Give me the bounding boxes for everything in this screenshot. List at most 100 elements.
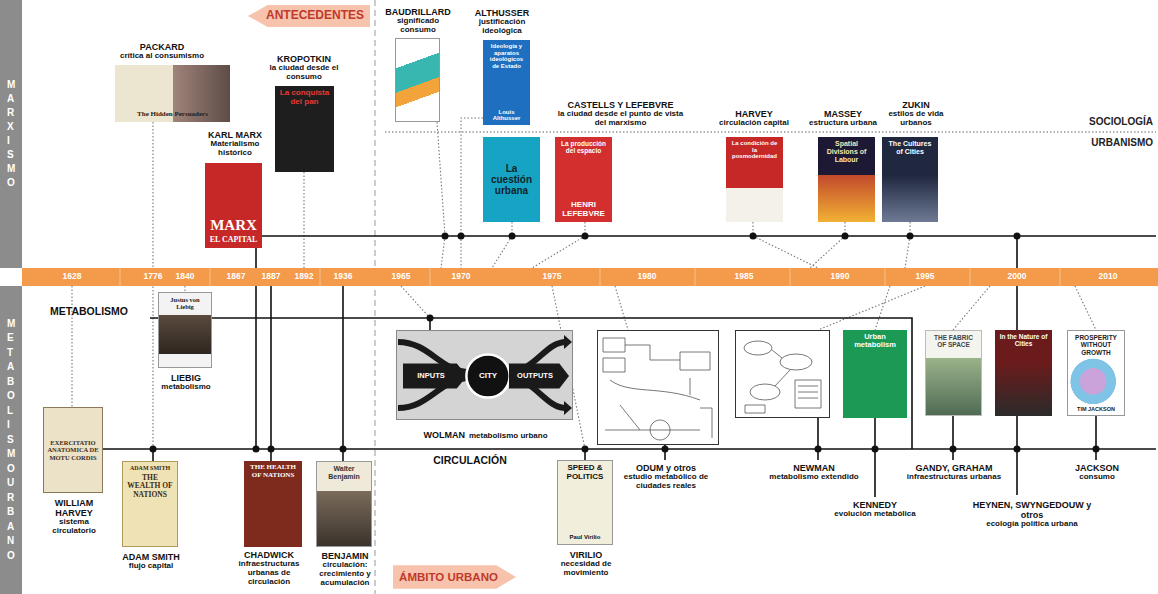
cover-title: THE WEALTH OF NATIONS	[126, 474, 174, 499]
book-cover: ADAM SMITHflujo capitalADAM SMITHTHE WEA…	[122, 461, 178, 547]
cover-title: La conquista del pan	[278, 89, 331, 107]
author-name: BAUDRILLARD	[380, 7, 456, 17]
newman-ground	[735, 330, 830, 418]
year-label: 1965	[392, 272, 411, 281]
diagram-figure: NEWMANmetabolismo extendido	[735, 330, 830, 418]
author-name: KARL MARX	[195, 130, 275, 140]
caption-text: metabolismo extendido	[759, 473, 869, 482]
year-label: 2010	[1099, 272, 1118, 281]
cover-title: THE HEALTH OF NATIONS	[247, 464, 299, 480]
caption-text: infraestructuras urbanas	[906, 473, 1002, 482]
cover-title: Urban metabolism	[846, 333, 904, 350]
shape-label: ANTECEDENTES	[266, 9, 364, 22]
caption: BAUDRILLARDsignificado consumo	[380, 7, 456, 35]
caption: KROPOTKINla ciudad desde el consumo	[252, 54, 356, 82]
author-name: JACKSON	[1057, 463, 1137, 473]
year-label: 1975	[543, 272, 562, 281]
shape-text: PROSPERITY WITHOUT GROWTHTIM JACKSON	[1068, 331, 1124, 415]
shape-text: La condición de la posmodernidad	[726, 137, 783, 222]
year-label: 1990	[831, 272, 850, 281]
odum-sketch	[603, 338, 712, 440]
arrow-fill	[403, 363, 467, 388]
book-cover: ALTHUSSERjustificación ideológicaIdeolog…	[483, 40, 530, 125]
caption: BENJAMINcirculación: crecimiento y acumu…	[313, 551, 377, 588]
event-dot	[750, 233, 757, 240]
cover-title: La condición de la posmodernidad	[729, 140, 780, 160]
cover-title: PROSPERITY WITHOUT GROWTH	[1071, 334, 1121, 356]
year-bar-dividers	[120, 268, 1060, 286]
event-dot	[340, 446, 347, 453]
shape-text: ÁMBITO URBANO	[393, 563, 516, 591]
cover-title: La producción del espacio	[558, 140, 609, 155]
book-cover: MASSEYestructura urbanaSpatial Divisions…	[818, 137, 875, 222]
caption: WOLMANmetabolismo urbano	[377, 424, 594, 442]
band-label: METABOLISMO URBANO	[7, 317, 8, 564]
caption-text: Materialismo histórico	[195, 140, 275, 158]
event-dot	[815, 446, 822, 453]
author-name: WOLMAN	[423, 430, 465, 440]
book-cover: CHADWICKinfraestructuras urbanas de circ…	[244, 461, 302, 547]
book-cover: JACKSONconsumoPROSPERITY WITHOUT GROWTHT…	[1067, 330, 1125, 416]
section-band: METABOLISMO URBANO	[0, 286, 22, 594]
year-label: 1970	[452, 272, 471, 281]
event-dot	[427, 315, 434, 322]
shape-text: La conquista del pan	[275, 86, 334, 172]
caption: PACKARDcrítica al consumismo	[102, 42, 222, 61]
book-cover: LIEBIGmetabolismoJustus von Liebig	[158, 292, 212, 368]
cover-title: ADAM SMITH	[130, 465, 170, 472]
author-name: NEWMAN	[759, 463, 869, 473]
caption: NEWMANmetabolismo extendido	[759, 463, 869, 482]
flow-arrow: OUTPUTS	[509, 361, 569, 391]
caption: GANDY, GRAHAMinfraestructuras urbanas	[906, 463, 1002, 482]
author-name: BENJAMIN	[313, 551, 377, 561]
diagram-figure: WOLMANmetabolismo urbanoINPUTSCITYOUTPUT…	[396, 330, 573, 420]
year-label: 2000	[1008, 272, 1027, 281]
period-separator	[374, 0, 375, 594]
caption-text: circulación capital	[714, 119, 794, 128]
cover-title: Walter Benjamin	[320, 465, 368, 481]
caption-text: la ciudad desde el punto de vista del ma…	[553, 110, 688, 128]
caption: MASSEYestructura urbana	[806, 109, 880, 128]
cover-title: Spatial Divisions of Labour	[821, 140, 872, 163]
shape-text: Walter Benjamin	[317, 462, 371, 546]
shape-text: La producción del espacioHENRI LEFEBVRE	[555, 137, 612, 222]
caption: KARL MARXMaterialismo histórico	[195, 130, 275, 158]
caption: KENNEDYevolución metabólica	[832, 500, 918, 519]
arrow-fill	[393, 565, 516, 589]
author-name: LIEBIG	[146, 373, 226, 383]
book-cover: KARL MARXMaterialismo históricoMARXEL CA…	[205, 163, 262, 248]
author-name: HEYNEN, SWYNGEDOUW y otros	[972, 500, 1092, 520]
cover-title: The Hidden Persuaders	[137, 111, 208, 119]
author-name: VIRILIO	[546, 550, 626, 560]
newman-sketch	[744, 341, 821, 413]
event-dot	[442, 233, 449, 240]
caption: ODUM y otrosestudio metabólico de ciudad…	[616, 463, 716, 491]
cover-title: La cuestión urbana	[486, 163, 537, 197]
caption-text: sistema circulatorio	[37, 518, 111, 536]
event-dot	[1014, 233, 1021, 240]
author-name: ODUM y otros	[616, 463, 716, 473]
shape-label: OUTPUTS	[517, 372, 553, 380]
caption: CASTELLS Y LEFEBVREla ciudad desde el pu…	[553, 100, 688, 128]
caption: WILLIAM HARVEYsistema circulatorio	[37, 498, 111, 536]
year-label: 1776	[144, 272, 163, 281]
arrow-fill	[509, 363, 569, 388]
shape-label: ÁMBITO URBANO	[399, 571, 498, 584]
shape-text: Spatial Divisions of Labour	[818, 137, 875, 222]
year-label: 1936	[334, 272, 353, 281]
book-cover: WILLIAM HARVEYsistema circulatorioEXERCI…	[43, 407, 103, 493]
shape-text: ADAM SMITH THE WEALTH OF NATIONS	[123, 462, 177, 546]
author-name: WILLIAM HARVEY	[37, 498, 111, 518]
timeline-dots	[69, 233, 1100, 453]
book-cover: La cuestión urbana	[483, 137, 540, 222]
section-band: MARXISMO	[0, 0, 22, 268]
flow-arrow: INPUTS	[403, 361, 467, 391]
shape-text: METABOLISMO URBANO	[0, 286, 22, 594]
shape-text: MARXEL CAPITAL	[205, 163, 262, 248]
circle-fill	[466, 354, 509, 397]
city-circle: CITY	[465, 353, 511, 399]
cover-title: THE FABRIC OF SPACE	[929, 334, 978, 349]
event-dot	[1014, 446, 1021, 453]
book-cover: GANDY, GRAHAMinfraestructuras urbanasTHE…	[925, 330, 982, 416]
